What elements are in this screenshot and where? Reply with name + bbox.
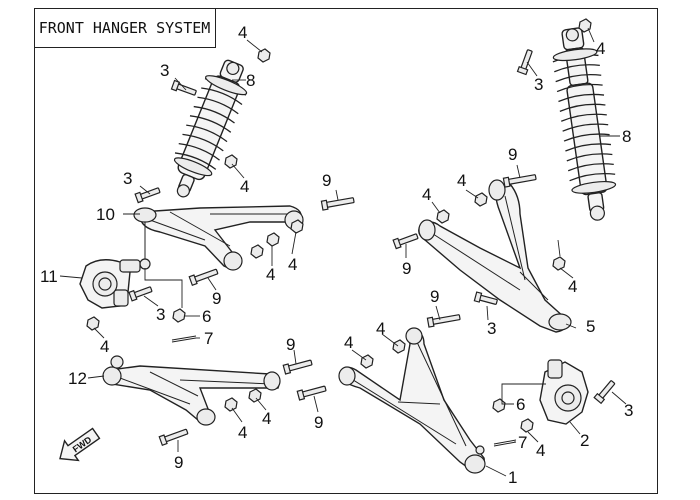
callout-4: 4 (238, 23, 247, 42)
right-steering-knuckle (539, 359, 589, 425)
callout-3: 3 (123, 169, 132, 188)
callout-4: 4 (100, 337, 109, 356)
callout-3: 3 (487, 319, 496, 338)
callout-4: 4 (262, 409, 271, 428)
leader-lines (59, 27, 627, 477)
callout-6: 6 (202, 307, 211, 326)
callout-4: 4 (288, 255, 297, 274)
callout-4: 4 (376, 319, 385, 338)
diagram-title: FRONT HANGER SYSTEM (34, 8, 216, 48)
callout-4: 4 (457, 171, 466, 190)
forward-direction-arrow: FWD (59, 427, 101, 462)
right-shock-absorber (552, 27, 617, 221)
bolts (128, 49, 616, 447)
callout-8: 8 (246, 71, 255, 90)
callout-7: 7 (204, 329, 213, 348)
callout-9: 9 (322, 171, 331, 190)
callout-1: 1 (508, 468, 517, 487)
callout-labels: 1 2 3 3 3 3 3 3 4 4 4 4 4 4 4 4 4 4 4 4 … (40, 23, 633, 487)
lower-left-a-arm (102, 355, 281, 426)
lower-right-a-arm (338, 327, 486, 474)
callout-6: 6 (516, 395, 525, 414)
callout-4: 4 (422, 185, 431, 204)
callout-4: 4 (238, 423, 247, 442)
callout-9: 9 (174, 453, 183, 472)
cotter-pins (171, 335, 517, 447)
callout-4: 4 (536, 441, 545, 460)
callout-4: 4 (596, 39, 605, 58)
diagram-frame (34, 8, 658, 494)
callout-3: 3 (534, 75, 543, 94)
upper-right-a-arm (418, 179, 572, 333)
callout-3: 3 (160, 61, 169, 80)
callout-4: 4 (240, 177, 249, 196)
callout-7: 7 (518, 433, 527, 452)
callout-12: 12 (68, 369, 87, 388)
callout-10: 10 (96, 205, 115, 224)
callout-9: 9 (430, 287, 439, 306)
callout-4: 4 (344, 333, 353, 352)
nuts (86, 18, 592, 433)
callout-5: 5 (586, 317, 595, 336)
callout-2: 2 (580, 431, 589, 450)
callout-4: 4 (266, 265, 275, 284)
left-shock-absorber (173, 59, 248, 198)
callout-9: 9 (314, 413, 323, 432)
callout-8: 8 (622, 127, 631, 146)
callout-9: 9 (212, 289, 221, 308)
callout-4: 4 (568, 277, 577, 296)
callout-9: 9 (402, 259, 411, 278)
callout-3: 3 (624, 401, 633, 420)
callout-9: 9 (286, 335, 295, 354)
callout-11: 11 (40, 267, 58, 286)
callout-3: 3 (156, 305, 165, 324)
callout-9: 9 (508, 145, 517, 164)
left-steering-knuckle (79, 259, 141, 309)
